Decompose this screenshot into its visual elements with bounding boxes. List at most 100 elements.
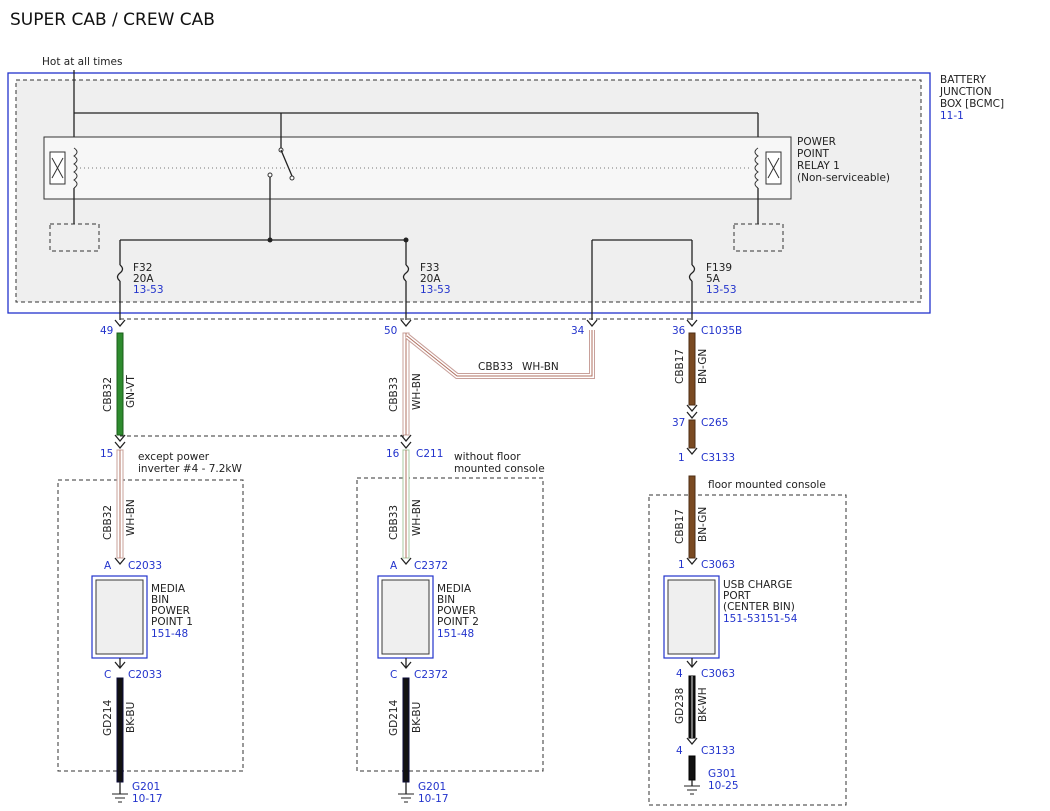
pin-a-c2372: A (390, 560, 398, 572)
relay-inductor-right-icon (754, 147, 759, 189)
wire-cbb32-circuit: CBB32 (102, 377, 114, 412)
wire-gd214-bk-bu-2 (402, 677, 410, 783)
note-except-2: inverter #4 - 7.2kW (138, 463, 243, 475)
wire-gd238-circuit: GD238 (674, 688, 686, 724)
connector-c3133-b: C3133 (701, 745, 735, 757)
wire-cbb17-bn-gn-2 (688, 475, 696, 559)
wire-cbb17-2-color: BN-GN (697, 507, 709, 542)
comp1-l2: BIN (151, 594, 169, 606)
connector-c3133b-chevron (686, 737, 698, 746)
wire-cbb32-wh-circuit: CBB32 (102, 505, 114, 540)
relay-label-4: (Non-serviceable) (797, 172, 890, 184)
note-except-1: except power (138, 451, 210, 463)
ground-g201-2: G201 (418, 781, 446, 793)
ground-g201-2-icon (398, 793, 414, 803)
bjb-label-3: BOX [BCMC] (940, 98, 1004, 110)
comp1-ref: 151-48 (151, 628, 188, 640)
comp3-ref: 151-53151-54 (723, 613, 798, 625)
wire-cbb33-color: WH-BN (411, 373, 423, 410)
connector-c265-chevron (686, 404, 698, 420)
battery-junction-box-outline (7, 72, 931, 314)
connector-c211-chevron (400, 434, 412, 450)
wire-cbb17-segment (688, 419, 696, 449)
pin-1-c3133: 1 (678, 452, 685, 464)
comp1-l4: POINT 1 (151, 616, 193, 628)
connector-c2033-c: C2033 (128, 669, 162, 681)
connector-c2372c-chevron (400, 661, 412, 670)
comp3-l2: PORT (723, 590, 751, 602)
fuse-f139-ref: 13-53 (706, 284, 737, 296)
bjb-ref: 11-1 (940, 110, 964, 122)
page-title: SUPER CAB / CREW CAB (10, 10, 215, 30)
connector-c2033-a: C2033 (128, 560, 162, 572)
pin-49: 49 (100, 325, 113, 337)
wire-gd214-circuit-2: GD214 (388, 699, 400, 736)
comp2-l1: MEDIA (437, 583, 472, 595)
wire-gd214-color-1: BK-BU (125, 702, 137, 733)
wire-gd214-bk-bu-1 (116, 677, 124, 783)
option-box-2 (356, 477, 544, 772)
comp1-l3: POWER (151, 605, 190, 617)
relay-right-ground-box (733, 223, 784, 252)
pin-chevron-49 (114, 319, 126, 328)
pin-chevron-34 (586, 319, 598, 328)
pin-50: 50 (384, 325, 397, 337)
ground-g301: G301 (708, 768, 736, 780)
connector-c2372-c: C2372 (414, 669, 448, 681)
wire-gd214-color-2: BK-BU (411, 702, 423, 733)
bjb-label-2: JUNCTION (939, 86, 992, 98)
fuse-f139-name: F139 (706, 262, 732, 274)
pin-1-c3063: 1 (678, 559, 685, 571)
fuse-f139-icon (688, 264, 696, 282)
fuse-f33-ref: 13-53 (420, 284, 451, 296)
pin-chevron-36 (686, 319, 698, 328)
connector-c2033a-chevron (114, 557, 126, 566)
comp3-l1: USB CHARGE (723, 579, 792, 591)
relay-label-1: POWER (797, 136, 836, 148)
connector-c3063b-chevron (686, 660, 698, 669)
connector-c3133a-chevron (686, 447, 698, 456)
connector-c211: C211 (416, 448, 443, 460)
comp2-l2: BIN (437, 594, 455, 606)
fuse-f33-name: F33 (420, 262, 439, 274)
wire-cbb33-2-color: WH-BN (411, 499, 423, 536)
option-box-1 (57, 479, 244, 772)
wire-cbb32-gn-vt (116, 332, 124, 436)
relay-inductor-left-icon (73, 147, 78, 189)
pin-36: 36 (672, 325, 686, 337)
wire-cbb33-jumper-stripe (406, 330, 593, 377)
connector-c3063-b: C3063 (701, 668, 735, 680)
connector-c3133-a: C3133 (701, 452, 735, 464)
wire-cbb33-circuit: CBB33 (388, 377, 400, 412)
pin-c-c2372: C (390, 669, 397, 681)
hot-at-all-times-label: Hot at all times (42, 56, 122, 68)
wire-cbb33-jumper-color: WH-BN (522, 361, 559, 373)
comp3-l3: (CENTER BIN) (723, 601, 795, 613)
switch-contact-nc (267, 172, 273, 178)
component-media-bin-2 (381, 579, 430, 655)
comp2-l4: POINT 2 (437, 616, 479, 628)
wire-gd238-segment (688, 755, 696, 781)
wire-cbb33-jumper-circuit: CBB33 (478, 361, 513, 373)
switch-blade-icon (280, 149, 293, 177)
ground-g301-icon (684, 785, 700, 795)
component-media-bin-1 (95, 579, 144, 655)
comp2-ref: 151-48 (437, 628, 474, 640)
wire-gd238-color: BK-WH (697, 687, 709, 722)
fuse-f32-ref: 13-53 (133, 284, 164, 296)
fuse-f32-icon (116, 264, 124, 282)
pin-4-c3133: 4 (676, 745, 683, 757)
ground-g201-2-ref: 10-17 (418, 793, 449, 805)
connector-c2372a-chevron (400, 557, 412, 566)
connector-c265: C265 (701, 417, 728, 429)
wire-cbb17-color: BN-GN (697, 349, 709, 384)
connector-15-chevron (114, 434, 126, 450)
switch-contact-no (289, 175, 295, 181)
fuse-f32-name: F32 (133, 262, 152, 274)
ground-g301-ref: 10-25 (708, 780, 739, 792)
pin-4-c3063: 4 (676, 668, 683, 680)
note-without-1: without floor (454, 451, 521, 463)
relay-coil-right-x-icon (767, 157, 780, 179)
wire-cbb32-wh-color: WH-BN (125, 499, 137, 536)
wire-cbb17-2-circuit: CBB17 (674, 509, 686, 544)
